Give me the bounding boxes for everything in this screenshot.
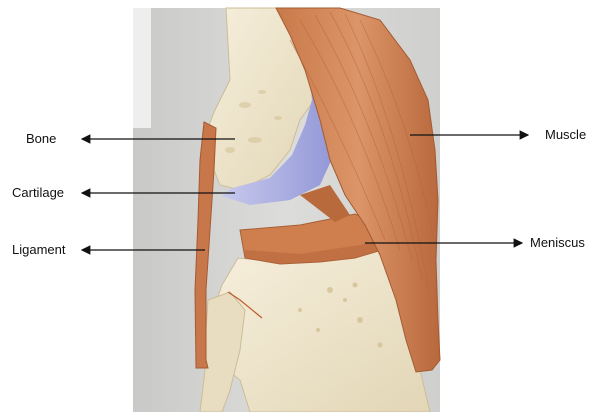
support-rod — [133, 8, 151, 128]
label-bone: Bone — [26, 131, 56, 147]
label-meniscus: Meniscus — [530, 235, 585, 251]
label-cartilage: Cartilage — [12, 185, 64, 201]
label-ligament: Ligament — [12, 242, 65, 258]
label-muscle: Muscle — [545, 127, 586, 143]
